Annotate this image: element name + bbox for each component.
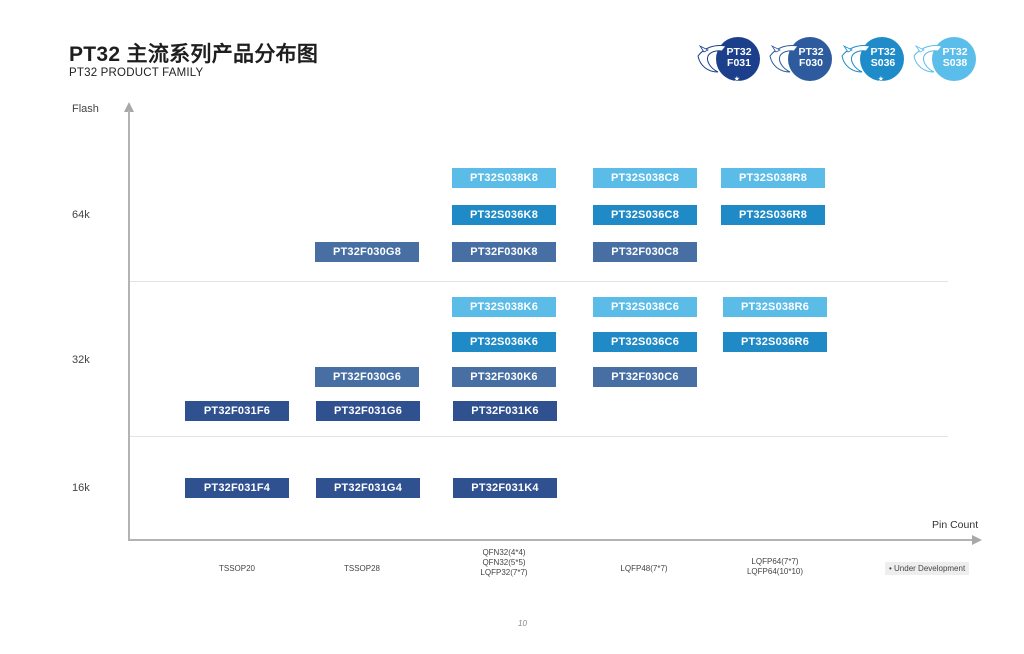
x-category-label: QFN32(4*4) QFN32(5*5) LQFP32(7*7) bbox=[480, 548, 528, 577]
part-chip-pt32f031k6: PT32F031K6 bbox=[453, 401, 557, 421]
logo-circle bbox=[716, 37, 760, 81]
shark-icon bbox=[841, 44, 871, 73]
x-axis-arrow-icon bbox=[972, 535, 982, 545]
y-tick-32k: 32k bbox=[72, 354, 90, 366]
part-chip-pt32f030g6: PT32F030G6 bbox=[315, 367, 419, 387]
part-chip-pt32s036k8: PT32S036K8 bbox=[452, 205, 556, 225]
legend-under-development: • Under Development bbox=[885, 562, 970, 575]
x-category-label: TSSOP28 bbox=[343, 564, 380, 573]
x-category-label: TSSOP20 bbox=[218, 564, 255, 573]
part-chip-pt32f031g6: PT32F031G6 bbox=[316, 401, 420, 421]
part-chip-pt32s038k6: PT32S038K6 bbox=[452, 297, 556, 317]
part-chip-pt32s036r8: PT32S036R8 bbox=[721, 205, 825, 225]
y-axis bbox=[128, 110, 130, 541]
part-chip-pt32s038r8: PT32S038R8 bbox=[721, 168, 825, 188]
part-chip-pt32f030c8: PT32F030C8 bbox=[593, 242, 697, 262]
star-icon: ★ bbox=[733, 76, 740, 83]
y-axis-arrow-icon bbox=[124, 102, 134, 112]
page-number: 10 bbox=[518, 619, 527, 628]
part-chip-pt32s036c6: PT32S036C6 bbox=[593, 332, 697, 352]
gridline-32k-16k bbox=[130, 436, 948, 437]
part-chip-pt32f030c6: PT32F030C6 bbox=[593, 367, 697, 387]
part-chip-pt32f031f4: PT32F031F4 bbox=[185, 478, 289, 498]
shark-icon bbox=[769, 44, 799, 73]
part-chip-pt32f030k6: PT32F030K6 bbox=[452, 367, 556, 387]
gridline-64k-32k bbox=[130, 281, 948, 282]
logo-circle bbox=[932, 37, 976, 81]
part-chip-pt32f031g4: PT32F031G4 bbox=[316, 478, 420, 498]
part-chip-pt32s036c8: PT32S036C8 bbox=[593, 205, 697, 225]
logo-circle bbox=[788, 37, 832, 81]
x-category-label: LQFP48(7*7) bbox=[620, 564, 668, 573]
part-chip-pt32s038c6: PT32S038C6 bbox=[593, 297, 697, 317]
part-chip-pt32f030g8: PT32F030G8 bbox=[315, 242, 419, 262]
part-chip-pt32s038r6: PT32S038R6 bbox=[723, 297, 827, 317]
page-subtitle: PT32 PRODUCT FAMILY bbox=[69, 67, 204, 79]
part-chip-pt32s038c8: PT32S038C8 bbox=[593, 168, 697, 188]
y-tick-64k: 64k bbox=[72, 209, 90, 221]
x-axis-title: Pin Count bbox=[932, 519, 979, 531]
logo-circle bbox=[860, 37, 904, 81]
x-axis bbox=[128, 539, 974, 541]
part-chip-pt32f031k4: PT32F031K4 bbox=[453, 478, 557, 498]
part-chip-pt32s036r6: PT32S036R6 bbox=[723, 332, 827, 352]
x-category-label: LQFP64(7*7) LQFP64(10*10) bbox=[746, 557, 804, 576]
part-chip-pt32f030k8: PT32F030K8 bbox=[452, 242, 556, 262]
page-title: PT32 主流系列产品分布图 bbox=[69, 43, 319, 66]
part-chip-pt32s036k6: PT32S036K6 bbox=[452, 332, 556, 352]
part-chip-pt32s038k8: PT32S038K8 bbox=[452, 168, 556, 188]
shark-icon bbox=[913, 44, 943, 73]
y-tick-16k: 16k bbox=[72, 482, 90, 494]
y-axis-title: Flash bbox=[72, 103, 99, 115]
star-icon: ★ bbox=[877, 76, 884, 83]
shark-icon bbox=[697, 44, 727, 73]
part-chip-pt32f031f6: PT32F031F6 bbox=[185, 401, 289, 421]
